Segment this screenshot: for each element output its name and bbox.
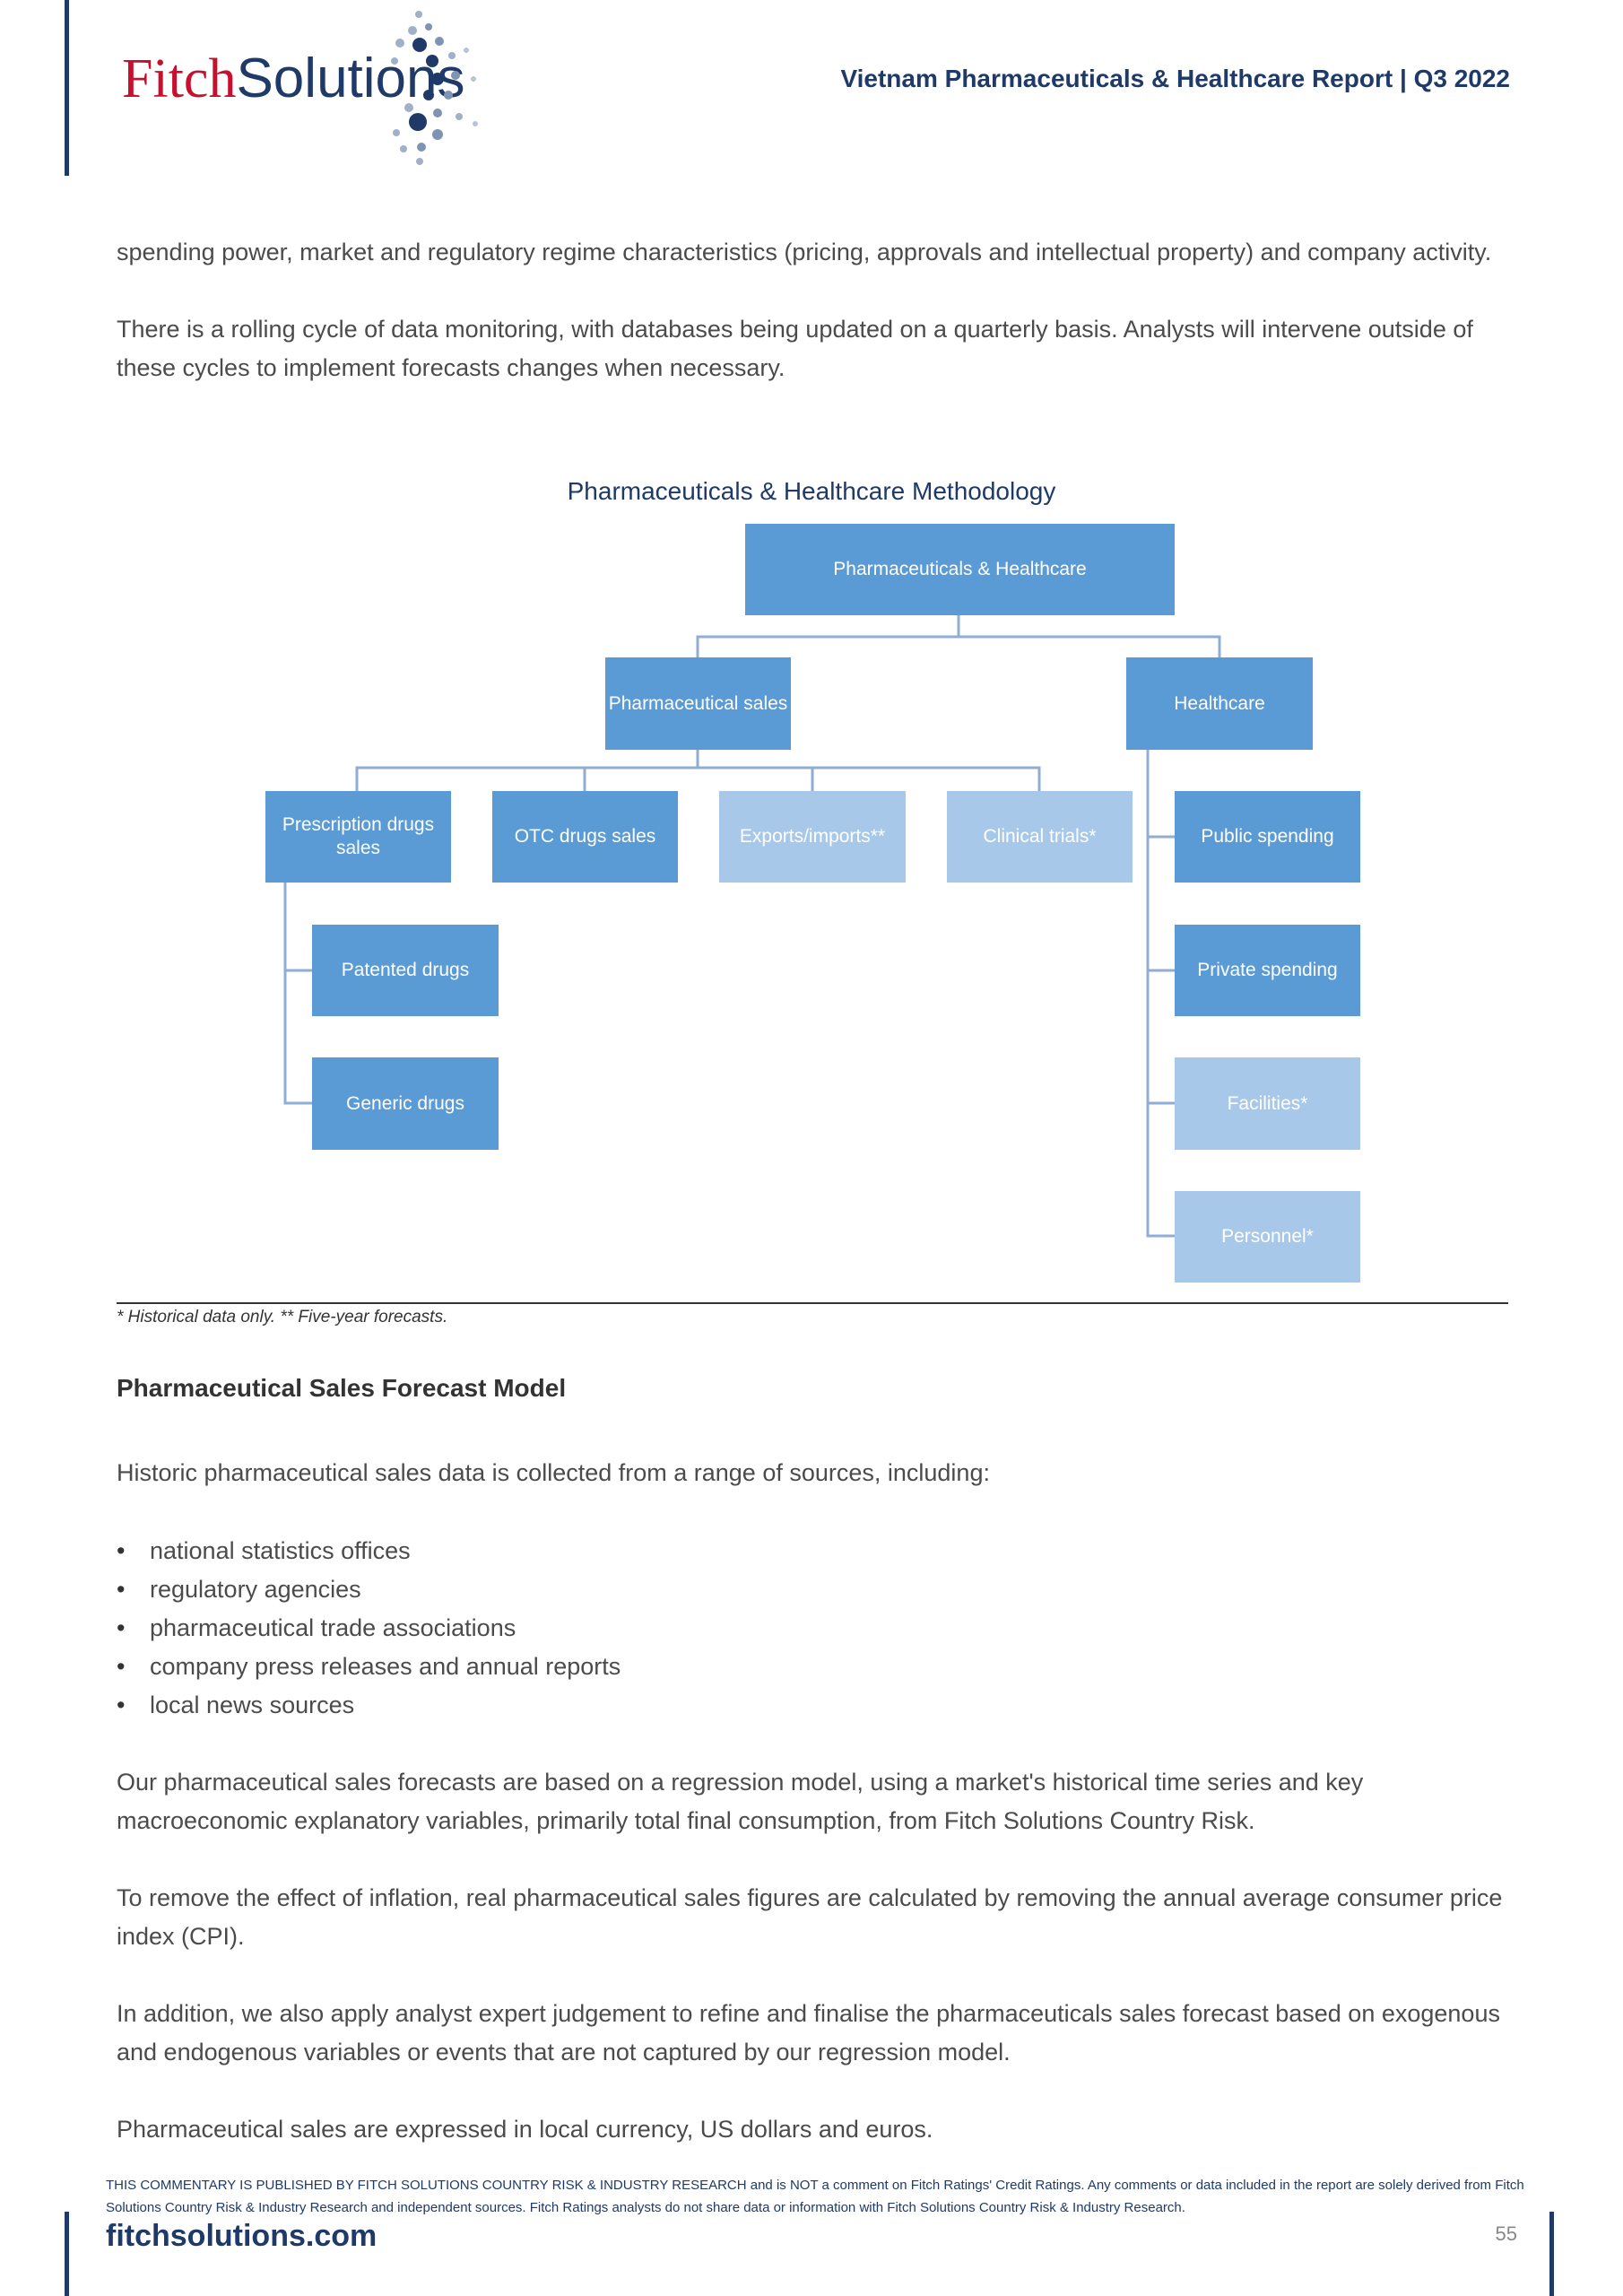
logo-dots-icon bbox=[391, 11, 478, 165]
node-otc-drugs-sales: OTC drugs sales bbox=[492, 791, 678, 883]
node-patented-drugs: Patented drugs bbox=[312, 925, 499, 1016]
footer-accent-bar-right bbox=[1549, 2212, 1554, 2296]
node-prescription-drugs-sales: Prescription drugs sales bbox=[265, 791, 451, 883]
list-item: regulatory agencies bbox=[117, 1570, 621, 1609]
currency-paragraph: Pharmaceutical sales are expressed in lo… bbox=[117, 2116, 933, 2143]
node-public-spending: Public spending bbox=[1175, 791, 1360, 883]
node-personnel: Personnel* bbox=[1175, 1191, 1360, 1283]
diagram-footnote: * Historical data only. ** Five-year for… bbox=[117, 1308, 448, 1326]
sources-intro-paragraph: Historic pharmaceutical sales data is co… bbox=[117, 1459, 990, 1486]
node-healthcare: Healthcare bbox=[1126, 657, 1313, 750]
section-heading: Pharmaceutical Sales Forecast Model bbox=[117, 1374, 567, 1402]
inflation-paragraph: To remove the effect of inflation, real … bbox=[117, 1884, 1503, 1950]
node-private-spending: Private spending bbox=[1175, 925, 1360, 1016]
sources-list: national statistics offices regulatory a… bbox=[117, 1532, 621, 1725]
list-item: local news sources bbox=[117, 1686, 621, 1725]
footer-disclaimer: THIS COMMENTARY IS PUBLISHED BY FITCH SO… bbox=[106, 2178, 1524, 2215]
list-item: national statistics offices bbox=[117, 1532, 621, 1570]
list-item: company press releases and annual report… bbox=[117, 1648, 621, 1686]
data-cycle-paragraph: There is a rolling cycle of data monitor… bbox=[117, 316, 1473, 381]
node-generic-drugs: Generic drugs bbox=[312, 1057, 499, 1150]
regression-paragraph: Our pharmaceutical sales forecasts are b… bbox=[117, 1769, 1364, 1834]
diagram-title: Pharmaceuticals & Healthcare Methodology bbox=[567, 477, 1056, 505]
intro-paragraph: spending power, market and regulatory re… bbox=[117, 239, 1492, 265]
logo-word-fitch: Fitch bbox=[122, 48, 237, 109]
report-title: Vietnam Pharmaceuticals & Healthcare Rep… bbox=[840, 65, 1510, 92]
diagram-divider bbox=[117, 1302, 1508, 1304]
footer-accent-bar-left bbox=[65, 2212, 69, 2296]
node-exports-imports: Exports/imports** bbox=[719, 791, 906, 883]
diagram-connectors bbox=[283, 615, 1221, 1238]
footer-website-link[interactable]: fitchsolutions.com bbox=[106, 2219, 378, 2253]
node-pharmaceuticals-healthcare: Pharmaceuticals & Healthcare bbox=[745, 524, 1175, 615]
node-pharmaceutical-sales: Pharmaceutical sales bbox=[605, 657, 791, 750]
page-number: 55 bbox=[1495, 2222, 1517, 2245]
node-clinical-trials: Clinical trials* bbox=[947, 791, 1133, 883]
list-item: pharmaceutical trade associations bbox=[117, 1609, 621, 1648]
node-facilities: Facilities* bbox=[1175, 1057, 1360, 1150]
header-accent-bar bbox=[65, 0, 69, 176]
judgement-paragraph: In addition, we also apply analyst exper… bbox=[117, 2000, 1500, 2066]
